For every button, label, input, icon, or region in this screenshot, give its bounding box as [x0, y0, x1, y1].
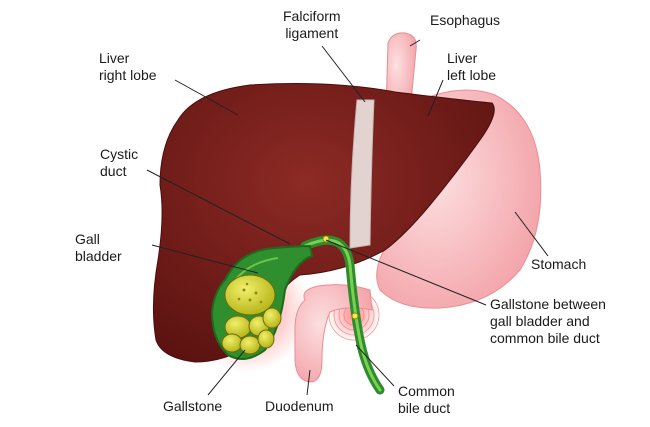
- label-esophagus: Esophagus: [430, 12, 501, 28]
- label-liver-right-lobe: Liver right lobe: [99, 50, 157, 83]
- label-falciform-ligament: Falciform ligament: [283, 8, 341, 41]
- label-liver-left-lobe: Liver left lobe: [447, 50, 497, 83]
- label-cystic-duct: Cystic duct: [100, 146, 139, 179]
- label-gallstone-between: Gallstone between gall bladder and commo…: [490, 296, 606, 346]
- label-gall-bladder: Gall bladder: [75, 231, 122, 264]
- label-gallstone: Gallstone: [163, 398, 223, 414]
- label-common-bile-duct: Common bile duct: [398, 383, 455, 416]
- label-stomach: Stomach: [531, 256, 587, 272]
- duodenum: [294, 284, 373, 383]
- leader-lines: [146, 39, 549, 396]
- falciform-ligament: [349, 99, 375, 249]
- gallstones: [221, 274, 282, 355]
- bile-duct-gallstone: [351, 312, 359, 320]
- label-duodenum: Duodenum: [265, 398, 334, 414]
